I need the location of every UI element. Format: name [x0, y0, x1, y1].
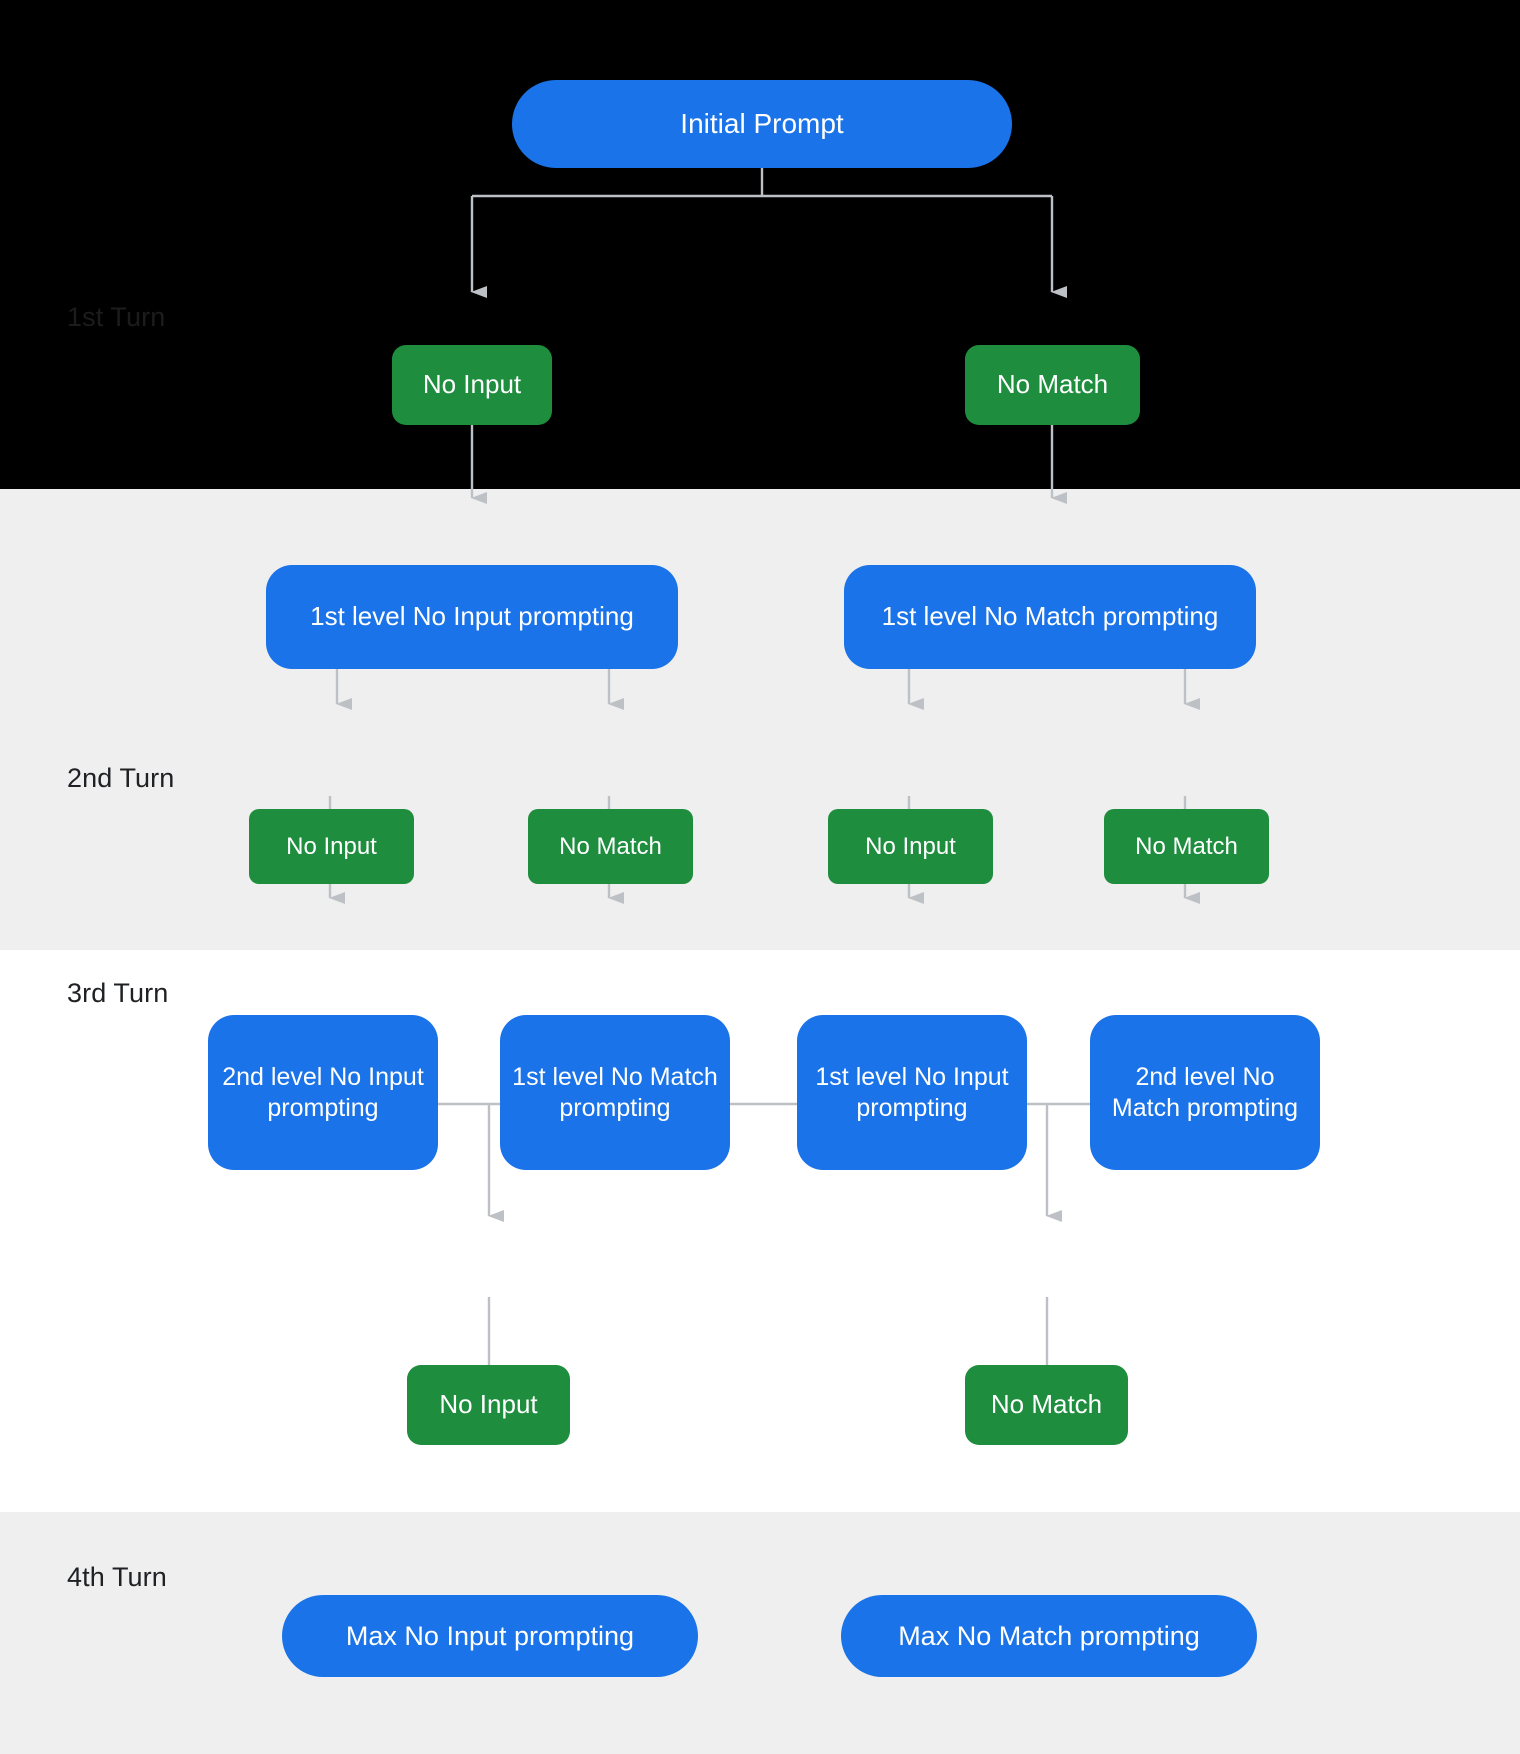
- node-3rd-turn-2nd-level-no-match-prompting-label: 2nd level No Match prompting: [1111, 1063, 1299, 1122]
- node-initial-prompt[interactable]: Initial Prompt: [512, 80, 1012, 168]
- node-1st-turn-no-input[interactable]: No Input: [392, 345, 552, 425]
- node-3rd-turn-1st-level-no-input-prompting-label: 1st level No Input prompting: [815, 1063, 1009, 1122]
- node-2nd-turn-1st-level-no-input-prompting-label: 1st level No Input prompting: [310, 601, 634, 632]
- turn-label-1st: 1st Turn: [67, 302, 166, 332]
- node-4th-turn-max-no-match-prompting[interactable]: Max No Match prompting: [841, 1595, 1257, 1677]
- node-2nd-turn-1st-level-no-match-prompting-label: 1st level No Match prompting: [881, 601, 1219, 632]
- band-1st-turn: [0, 0, 1520, 489]
- node-2nd-turn-1st-level-no-input-prompting[interactable]: 1st level No Input prompting: [266, 565, 678, 669]
- band-4th-turn: [0, 1512, 1520, 1754]
- node-4th-turn-max-no-input-prompting-label: Max No Input prompting: [345, 1620, 635, 1651]
- node-2nd-turn-no-input-a-label: No Input: [286, 832, 377, 860]
- node-2nd-turn-no-match-a[interactable]: No Match: [528, 809, 693, 884]
- node-3rd-turn-no-match-label: No Match: [990, 1389, 1103, 1420]
- node-3rd-turn-2nd-level-no-input-prompting-label: 2nd level No Input prompting: [222, 1063, 424, 1122]
- node-2nd-turn-no-match-b-label: No Match: [1135, 832, 1238, 860]
- node-3rd-turn-2nd-level-no-input-prompting[interactable]: 2nd level No Input prompting: [208, 1015, 438, 1170]
- band-2nd-turn: [0, 489, 1520, 950]
- turn-label-4th: 4th Turn: [67, 1562, 167, 1592]
- node-initial-prompt-label: Initial Prompt: [680, 107, 844, 139]
- node-3rd-turn-no-match[interactable]: No Match: [965, 1365, 1128, 1445]
- node-4th-turn-max-no-match-prompting-label: Max No Match prompting: [898, 1620, 1200, 1651]
- node-4th-turn-max-no-input-prompting[interactable]: Max No Input prompting: [282, 1595, 698, 1677]
- node-2nd-turn-no-input-b[interactable]: No Input: [828, 809, 993, 884]
- node-3rd-turn-1st-level-no-match-prompting-label: 1st level No Match prompting: [512, 1063, 718, 1122]
- node-3rd-turn-1st-level-no-input-prompting[interactable]: 1st level No Input prompting: [797, 1015, 1027, 1170]
- node-2nd-turn-no-input-a[interactable]: No Input: [249, 809, 414, 884]
- node-2nd-turn-no-input-b-label: No Input: [865, 832, 956, 860]
- node-3rd-turn-1st-level-no-match-prompting[interactable]: 1st level No Match prompting: [500, 1015, 730, 1170]
- turn-label-3rd: 3rd Turn: [67, 978, 169, 1008]
- turn-label-2nd: 2nd Turn: [67, 763, 175, 793]
- node-2nd-turn-1st-level-no-match-prompting[interactable]: 1st level No Match prompting: [844, 565, 1256, 669]
- node-1st-turn-no-match[interactable]: No Match: [965, 345, 1140, 425]
- node-2nd-turn-no-match-b[interactable]: No Match: [1104, 809, 1269, 884]
- node-3rd-turn-no-input-label: No Input: [439, 1389, 538, 1420]
- node-1st-turn-no-input-label: No Input: [422, 369, 522, 400]
- node-3rd-turn-2nd-level-no-match-prompting[interactable]: 2nd level No Match prompting: [1090, 1015, 1320, 1170]
- node-3rd-turn-no-input[interactable]: No Input: [407, 1365, 570, 1445]
- node-1st-turn-no-match-label: No Match: [996, 369, 1109, 400]
- node-2nd-turn-no-match-a-label: No Match: [559, 832, 662, 860]
